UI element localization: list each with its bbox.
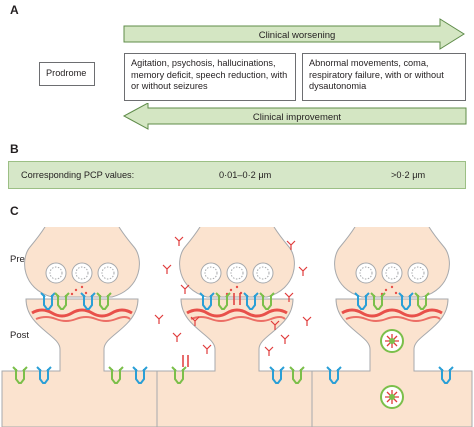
clinical-worsening-arrow: Clinical worsening xyxy=(123,18,465,50)
pre-label: Pre xyxy=(10,254,25,265)
stage1-box: Agitation, psychosis, hallucinations, me… xyxy=(124,53,296,101)
antibody-bound xyxy=(233,293,241,305)
synapse-internalized xyxy=(310,227,474,427)
prodrome-box: Prodrome xyxy=(39,62,95,86)
panel-b-letter: B xyxy=(10,142,19,156)
internalized-receptor-2 xyxy=(380,385,404,409)
stage1-text: Agitation, psychosis, hallucinations, me… xyxy=(131,58,288,91)
pcp-value-range: 0·01–0·2 μm xyxy=(219,170,272,180)
panel-c-letter: C xyxy=(10,204,19,218)
stage2-box: Abnormal movements, coma, respiratory fa… xyxy=(302,53,466,101)
pcp-row-label: Corresponding PCP values: xyxy=(21,170,135,180)
panel-a-letter: A xyxy=(10,3,19,17)
clinical-worsening-label: Clinical worsening xyxy=(259,30,336,41)
synapse-normal xyxy=(0,227,164,427)
clinical-improvement-label: Clinical improvement xyxy=(253,112,342,123)
prodrome-label: Prodrome xyxy=(46,68,87,78)
internalized-receptor-1 xyxy=(380,329,404,353)
stage2-text: Abnormal movements, coma, respiratory fa… xyxy=(309,58,444,91)
synapse-antibody xyxy=(154,227,319,427)
pcp-value-high: >0·2 μm xyxy=(391,170,426,180)
post-label: Post xyxy=(10,330,30,341)
pcp-values-row: Corresponding PCP values: 0·01–0·2 μm >0… xyxy=(8,161,466,189)
synapse-diagram xyxy=(0,227,474,427)
clinical-improvement-arrow: Clinical improvement xyxy=(122,103,467,130)
